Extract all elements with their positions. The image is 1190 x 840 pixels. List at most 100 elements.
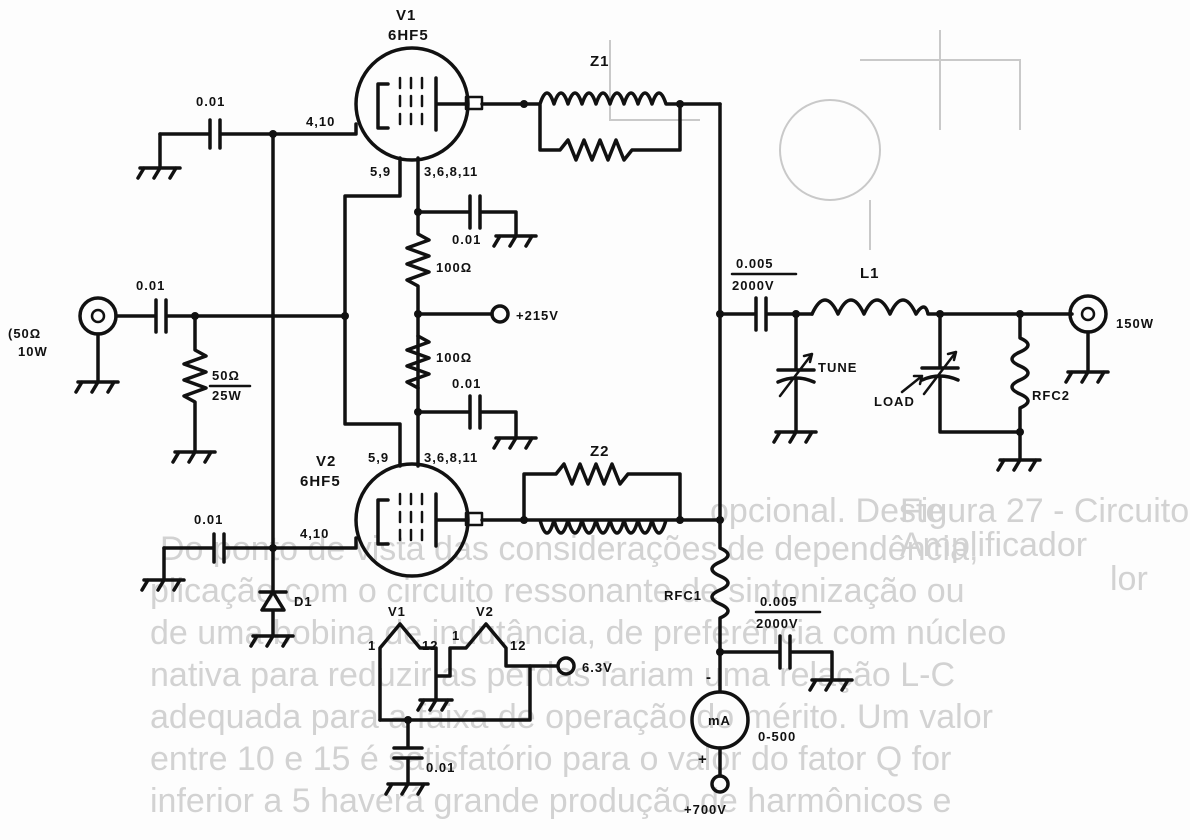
- meter-ma-label: mA: [708, 713, 731, 728]
- meter-range: 0-500: [758, 729, 796, 744]
- tube-v2: V2 6HF5 4,10 5,9 3,6,8,11: [300, 450, 484, 578]
- rfc2-choke: [996, 312, 1042, 472]
- inductor-l1: [810, 298, 1074, 316]
- input-connector-inner: [90, 308, 106, 324]
- heater-v2-pin12: 12: [510, 638, 526, 653]
- tube-v2-envelope: [354, 462, 470, 578]
- tube-v2-cathode-pins: 5,9: [368, 450, 389, 465]
- tube-v1-cathode-pins: 5,9: [370, 164, 391, 179]
- bleed-line-3: de uma bobina de indutância, de preferên…: [150, 614, 1006, 652]
- v1-grid-cap-value: 0.01: [196, 94, 225, 109]
- input-power: 10W: [18, 344, 48, 359]
- load-label-arrow: [900, 374, 924, 394]
- screen-supply-terminal: [490, 304, 510, 324]
- output-cap-voltage: 2000V: [732, 278, 775, 293]
- suppressor-z2-label: Z2: [590, 443, 610, 460]
- bleed-caption-3: lor: [1110, 560, 1148, 598]
- screen-resistor-top: [405, 210, 431, 414]
- screen-resistor-bottom: [405, 334, 431, 390]
- output-power: 150W: [1116, 316, 1154, 331]
- v2-cathode-drive: [343, 314, 402, 468]
- input-port: (50Ω 10W: [8, 296, 120, 394]
- inductor-l1-label: L1: [860, 265, 880, 282]
- junction-dot: [404, 716, 412, 724]
- v2-grid-cap-value: 0.01: [194, 512, 223, 527]
- output-ground-symbol: [1064, 330, 1110, 384]
- heater-cap-value: 0.01: [426, 760, 455, 775]
- v1-grid-capacitor: [158, 118, 358, 150]
- bleed-schematic: [609, 30, 1021, 250]
- screen-resistor-bottom-value: 100Ω: [436, 350, 472, 365]
- input-resistor-value: 50Ω: [212, 368, 240, 383]
- plate-supply-label: +700V: [684, 802, 727, 817]
- heater-string: [378, 622, 558, 722]
- heater-v1-pin12: 12: [422, 638, 438, 653]
- screen-bypass-bottom: [416, 394, 538, 468]
- bleed-line-5: adequada para a faixa de operação do mér…: [150, 698, 993, 736]
- tune-capacitor: [772, 312, 818, 444]
- output-connector-inner: [1080, 306, 1096, 322]
- junction-dot: [520, 516, 528, 524]
- junction-dot: [1016, 428, 1024, 436]
- rfc1-label: RFC1: [664, 588, 702, 603]
- heater-v1-pin1: 1: [368, 638, 376, 653]
- tube-v1-grid-pins: 4,10: [306, 114, 335, 129]
- meter-minus: -: [706, 669, 712, 686]
- output-cap-value: 0.005: [736, 256, 774, 271]
- tube-v1-screen-pins: 3,6,8,11: [424, 164, 478, 179]
- heater-v2-pin1: 1: [452, 628, 460, 643]
- tube-v2-cathode: [376, 498, 390, 546]
- bleed-line-0: opcional. Deste: [710, 492, 944, 530]
- bypass-cap-voltage: 2000V: [756, 616, 799, 631]
- tube-v1-plate: [434, 76, 468, 132]
- input-load-resistor: [171, 314, 217, 464]
- heater-supply-terminal: [556, 656, 576, 676]
- output-coupling-capacitor: [718, 296, 814, 332]
- tube-v1: V1 6HF5 4,10 5,9 3,6,8,11: [306, 7, 484, 179]
- bleed-line-6: entre 10 e 15 é satisfatório para o valo…: [150, 740, 951, 778]
- heater-v1-label: V1: [388, 604, 406, 619]
- tube-v1-cathode: [376, 82, 390, 130]
- tube-v1-grids: [398, 76, 424, 126]
- meter-plus: +: [698, 751, 708, 768]
- rfc1-and-bypass: [710, 518, 854, 692]
- input-ground-symbol: [74, 332, 120, 394]
- plate-supply-terminal: [710, 774, 730, 794]
- diode-d1-label: D1: [294, 594, 313, 609]
- tube-v2-grid-pins: 4,10: [300, 526, 329, 541]
- v1-cathode-drive: [343, 156, 402, 318]
- tube-v2-grids: [398, 492, 424, 542]
- input-resistor-power: 25W: [212, 388, 242, 403]
- junction-dot: [716, 648, 724, 656]
- screen-cap-top-value: 0.01: [452, 232, 481, 247]
- suppressor-z1: [480, 91, 722, 162]
- tube-v1-name: V1: [396, 7, 416, 24]
- heater-bypass: [378, 664, 532, 796]
- tune-variable-arrow: [778, 352, 814, 398]
- bleed-caption-2: Amplificador: [900, 526, 1087, 564]
- bleed-caption-1: Figura 27 - Circuito: [900, 492, 1189, 530]
- heater-v2-label: V2: [476, 604, 494, 619]
- output-connector-outer: [1068, 294, 1108, 334]
- junction-dot: [676, 100, 684, 108]
- tube-v2-screen-pins: 3,6,8,11: [424, 450, 478, 465]
- bypass-cap-value: 0.005: [760, 594, 798, 609]
- tube-v2-name: V2: [316, 453, 336, 470]
- tube-v1-envelope: [354, 46, 470, 162]
- heater-supply-label: 6.3V: [582, 660, 613, 675]
- rfc2-label: RFC2: [1032, 388, 1070, 403]
- v2-grid-cap-ground: [140, 546, 186, 592]
- output-port: 150W: [1064, 294, 1154, 384]
- input-connector-outer: [78, 296, 118, 336]
- load-variable-arrow: [922, 350, 958, 396]
- junction-dot: [520, 100, 528, 108]
- load-capacitor: [920, 312, 1022, 434]
- suppressor-z1-label: Z1: [590, 53, 610, 70]
- input-cap-value: 0.01: [136, 278, 165, 293]
- tune-label: TUNE: [818, 360, 857, 375]
- input-coupling-capacitor: [114, 298, 347, 334]
- diode-d1: [249, 546, 295, 648]
- junction-dot: [341, 312, 349, 320]
- tube-v2-plate: [434, 492, 468, 548]
- bleed-line-7: inferior a 5 haverá grande produção de h…: [150, 782, 951, 820]
